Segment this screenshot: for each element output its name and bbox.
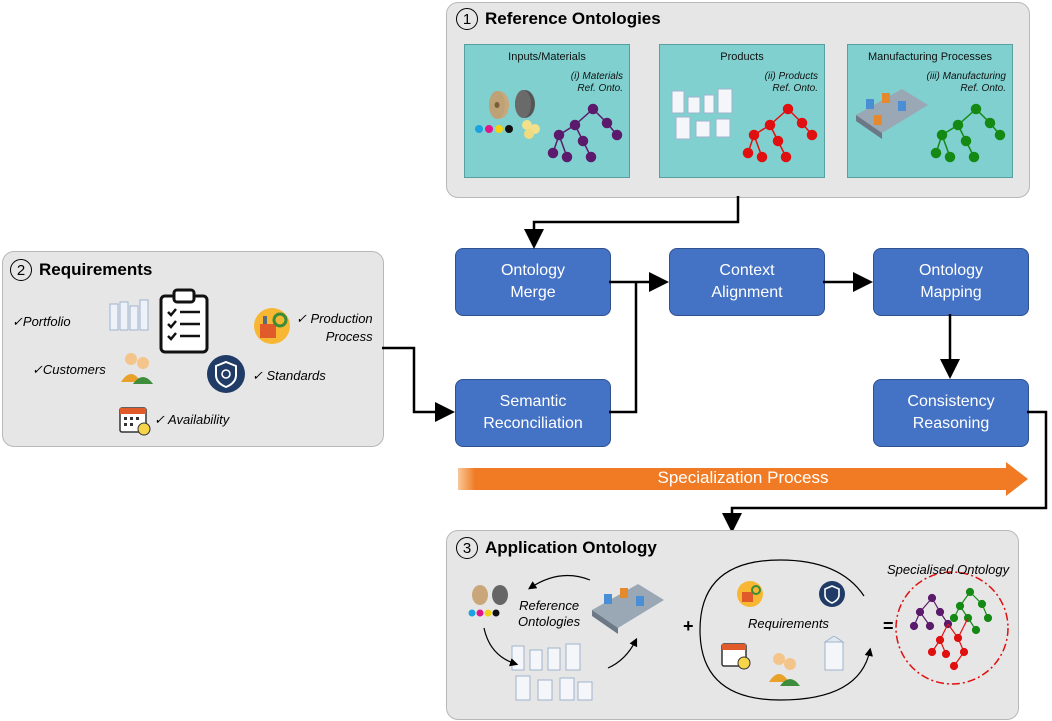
requirements-title: Requirements: [39, 260, 153, 279]
availability-calendar-icon: [119, 407, 151, 436]
step-number-3: 3: [456, 537, 478, 559]
specialised-ontology-graph-icon: [909, 587, 993, 671]
application-ontology-title: Application Ontology: [485, 538, 657, 557]
app-factory-icon: [592, 584, 664, 634]
card-title: Inputs/Materials: [508, 51, 586, 63]
app-product-icon: [823, 636, 845, 671]
products-card: Products (ii) Products Ref. Onto.: [659, 44, 825, 178]
availability-item: ✓ Availability: [154, 412, 230, 427]
arrow-reference-to-merge: [524, 196, 740, 249]
reference-ontologies-title: Reference Ontologies: [485, 9, 661, 28]
inputs-materials-card: Inputs/Materials (i) Materials Ref. Onto…: [464, 44, 630, 178]
app-customers-icon: [769, 653, 800, 686]
customers-icon: [121, 353, 153, 384]
app-calendar-icon: [721, 643, 751, 670]
customers-item: ✓Customers: [32, 362, 106, 377]
standards-shield-icon: [207, 355, 245, 393]
products-tree-icon: [742, 103, 818, 163]
app-production-icon: [737, 581, 763, 607]
card-title: Products: [720, 51, 764, 63]
card-note: (iii) Manufacturing Ref. Onto.: [926, 71, 1006, 94]
clipboard-checklist-icon: [159, 288, 209, 354]
requirements-heading: 2 Requirements: [10, 259, 152, 281]
plus-sign: +: [683, 616, 694, 636]
manufacturing-tree-icon: [930, 103, 1006, 163]
card-title: Manufacturing Processes: [867, 51, 993, 63]
specialization-label: Specialization Process: [657, 468, 829, 487]
requirements-label: Requirements: [748, 616, 829, 631]
reference-ontologies-label: Reference Ontologies: [518, 598, 581, 629]
app-materials-icon: [468, 585, 508, 617]
app-products-icon: [511, 643, 593, 701]
factory-line-icon: [856, 89, 928, 139]
application-ontology-heading: 3 Application Ontology: [456, 537, 657, 559]
production-process-item: ✓ Production Process: [296, 311, 373, 344]
manufacturing-processes-card: Manufacturing Processes (iii) Manufactur…: [847, 44, 1013, 178]
app-standards-icon: [819, 581, 845, 607]
card-note: (ii) Products Ref. Onto.: [764, 71, 818, 94]
products-icon: [671, 88, 733, 140]
specialization-arrow: [458, 462, 1028, 496]
reference-ontologies-heading: 1 Reference Ontologies: [456, 8, 661, 30]
step-number-1: 1: [456, 8, 478, 30]
production-process-icon: [254, 308, 290, 344]
portfolio-bottles-icon: [109, 299, 149, 331]
arrow-reconciliation-to-context: [609, 282, 638, 414]
equals-sign: =: [883, 616, 894, 636]
arrow-requirements-to-reconciliation: [382, 346, 455, 422]
portfolio-item: ✓Portfolio: [12, 314, 71, 329]
standards-item: ✓ Standards: [252, 368, 326, 383]
step-number-2: 2: [10, 259, 32, 281]
materials-tree-icon: [547, 103, 623, 163]
card-note: (i) Materials Ref. Onto.: [570, 71, 623, 94]
materials-icon: [475, 90, 540, 139]
specialised-ontology-label: Specialised Ontology: [887, 562, 1010, 577]
arrow-consistency-to-application: [722, 410, 1048, 533]
